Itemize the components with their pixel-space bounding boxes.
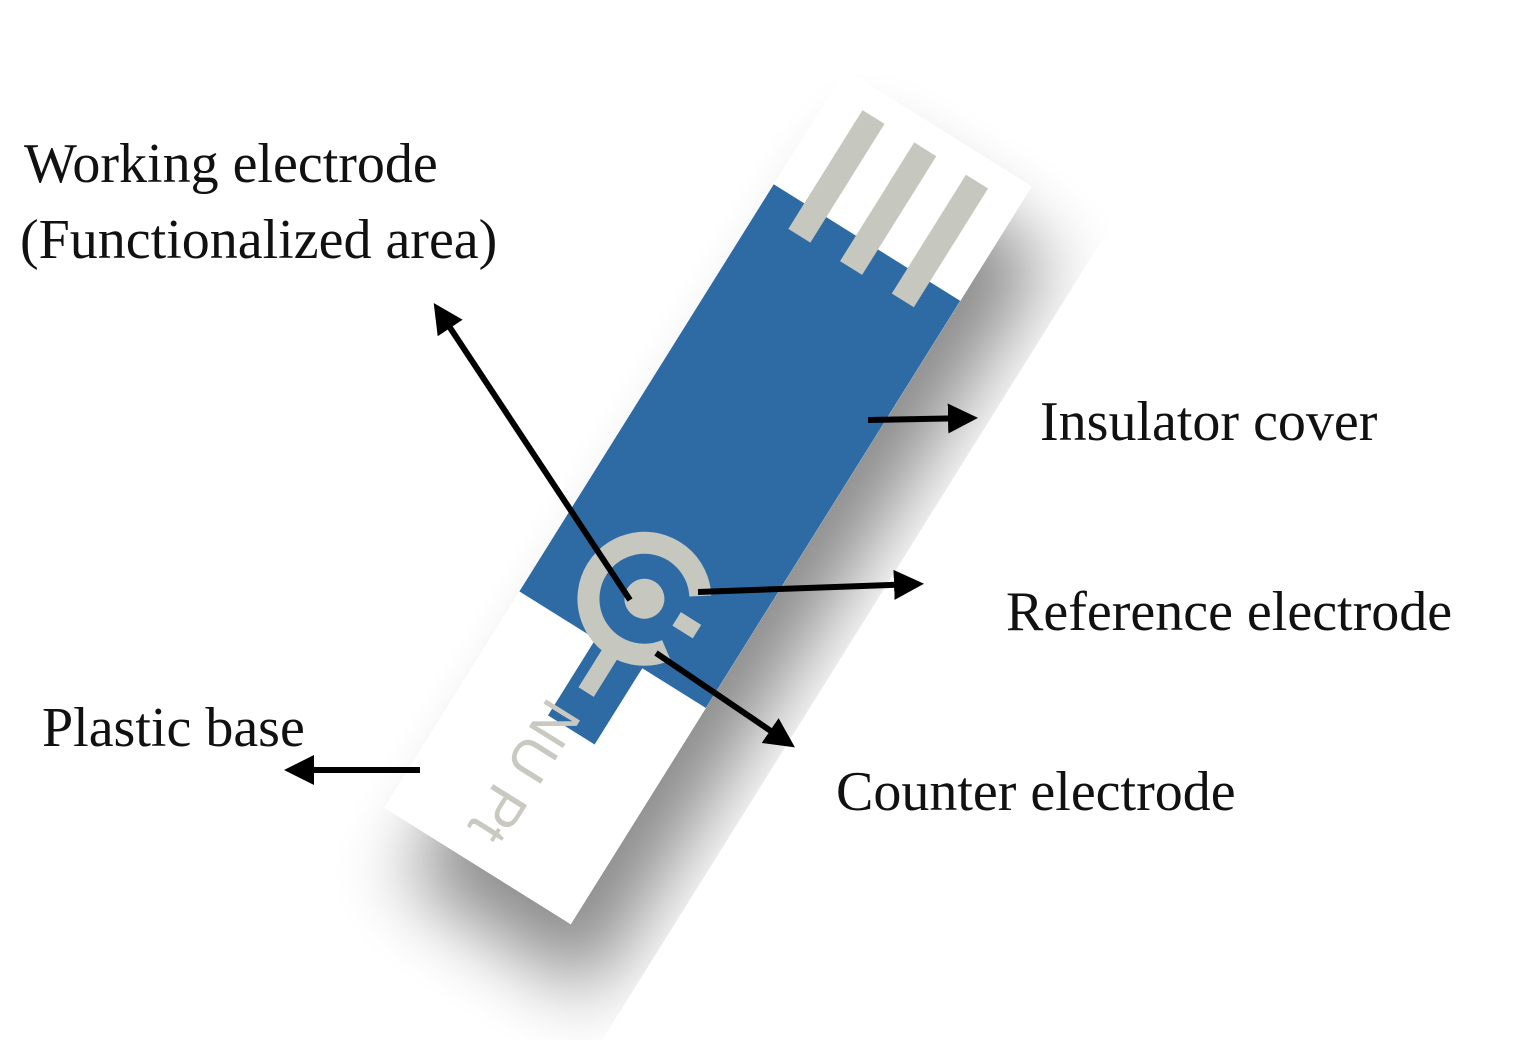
insulator-cover-label: Insulator cover: [1040, 391, 1378, 453]
contact-pad-right: [891, 174, 989, 308]
reference-electrode-label: Reference electrode: [1006, 581, 1452, 643]
electrode-pattern: [577, 531, 712, 697]
counter-electrode-arrow: [654, 650, 795, 748]
contact-pad-middle: [840, 142, 937, 275]
working-electrode-arrow: [433, 302, 633, 602]
contact-pad-left: [788, 110, 885, 243]
reference-electrode-arrow: [697, 569, 924, 600]
working-electrode-label-line2: (Functionalized area): [20, 209, 497, 271]
counter-electrode-label: Counter electrode: [836, 761, 1236, 823]
insulator-cover-arrow: [867, 403, 978, 434]
working-electrode-label-line1: Working electrode: [24, 133, 438, 195]
reference-electrode-tab: [672, 612, 702, 639]
working-electrode-disc: [624, 578, 665, 619]
electrode-lead: [578, 636, 626, 697]
sensor-strip: NU Pt: [384, 69, 1032, 925]
counter-electrode-ring: [577, 531, 712, 666]
plastic-base-label: Plastic base: [42, 697, 305, 759]
